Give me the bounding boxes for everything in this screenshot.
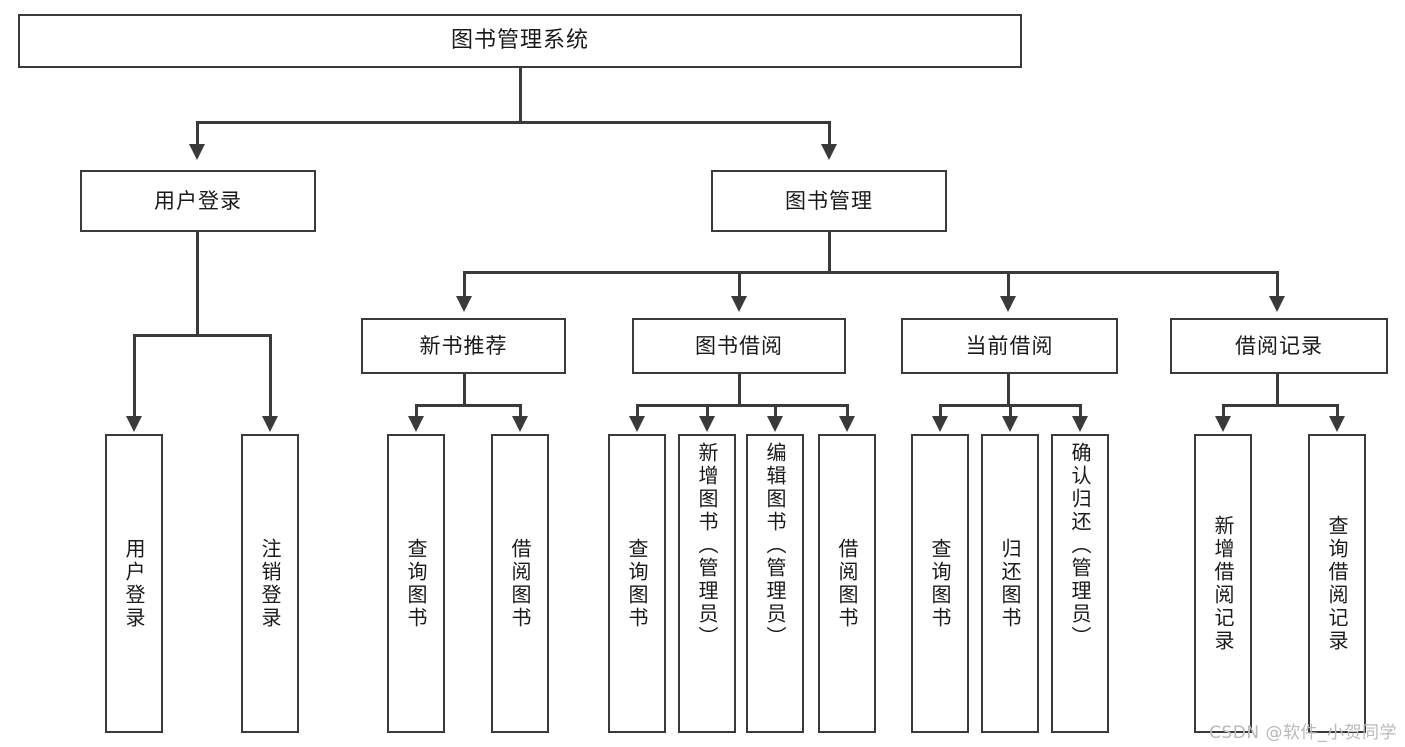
connector-cb-leaf3 — [1079, 404, 1082, 418]
connector-new-book-stem — [463, 374, 466, 406]
node-label: 借阅图书 — [835, 537, 859, 630]
arrowhead-leaf-user-login — [126, 416, 142, 432]
leaf-query-book-cb[interactable]: 查询图书 — [911, 434, 969, 733]
node-user-login[interactable]: 用户登录 — [80, 170, 316, 232]
connector-user-login-bus — [133, 334, 272, 337]
arrowhead-nb-leaf2 — [512, 416, 528, 432]
arrowhead-nb-leaf1 — [408, 416, 424, 432]
connector-book-borrow-stem — [738, 374, 741, 406]
arrowhead-current-borrow — [1000, 296, 1016, 312]
node-root-system[interactable]: 图书管理系统 — [18, 14, 1022, 68]
connector-new-book-leaf1 — [415, 404, 418, 418]
leaf-return-book[interactable]: 归还图书 — [981, 434, 1039, 733]
node-label: 查询借阅记录 — [1325, 514, 1349, 653]
arrowhead-cb-leaf3 — [1072, 416, 1088, 432]
leaf-user-login[interactable]: 用户登录 — [105, 434, 163, 733]
node-label: 新书推荐 — [419, 333, 508, 358]
node-label: 当前借阅 — [965, 333, 1054, 358]
connector-bb-leaf1 — [636, 404, 639, 418]
arrowhead-book-borrow — [731, 296, 747, 312]
node-book-borrow[interactable]: 图书借阅 — [632, 318, 846, 374]
leaf-query-book-bb[interactable]: 查询图书 — [608, 434, 666, 733]
leaf-query-borrow-record[interactable]: 查询借阅记录 — [1308, 434, 1366, 733]
connector-cb-leaf1 — [939, 404, 942, 418]
leaf-borrow-book-bb[interactable]: 借阅图书 — [818, 434, 876, 733]
connector-bb-leaf4 — [846, 404, 849, 418]
connector-to-new-book — [463, 271, 466, 299]
node-label: 归还图书 — [998, 537, 1022, 630]
connector-user-login-leaf1 — [133, 334, 136, 418]
arrowhead-bb-leaf2 — [699, 416, 715, 432]
node-label: 确认归还（管理员） — [1068, 442, 1092, 649]
connector-user-login-stem — [196, 232, 199, 334]
connector-user-login-leaf2 — [269, 334, 272, 418]
connector-br-leaf1 — [1222, 404, 1225, 418]
arrowhead-cb-leaf2 — [1002, 416, 1018, 432]
node-label: 借阅图书 — [508, 537, 532, 630]
connector-to-user-login — [196, 121, 199, 147]
connector-book-borrow-bus — [636, 404, 849, 407]
connector-new-book-leaf2 — [519, 404, 522, 418]
watermark-text: CSDN @软件_小贺同学 — [1209, 723, 1397, 743]
connector-to-current-borrow — [1007, 271, 1010, 299]
arrowhead-new-book — [456, 296, 472, 312]
connector-borrow-record-bus — [1222, 404, 1339, 407]
node-label: 借阅记录 — [1235, 333, 1323, 358]
leaf-borrow-book-nb[interactable]: 借阅图书 — [491, 434, 549, 733]
node-label: 查询图书 — [404, 537, 428, 630]
leaf-edit-book-admin[interactable]: 编辑图书（管理员） — [746, 434, 804, 733]
connector-cb-leaf2 — [1009, 404, 1012, 418]
leaf-query-book-nb[interactable]: 查询图书 — [387, 434, 445, 733]
arrowhead-bb-leaf1 — [629, 416, 645, 432]
connector-level3-bus — [463, 271, 1279, 274]
node-label: 编辑图书（管理员） — [763, 442, 787, 649]
connector-book-manage-stem — [828, 232, 831, 273]
connector-borrow-record-stem — [1276, 374, 1279, 406]
connector-bb-leaf3 — [774, 404, 777, 418]
node-label: 新增借阅记录 — [1211, 514, 1235, 653]
connector-level1-bus — [197, 121, 831, 124]
node-label: 注销登录 — [258, 537, 282, 630]
node-label: 图书管理系统 — [450, 28, 589, 54]
node-new-book-recommend[interactable]: 新书推荐 — [361, 318, 566, 374]
connector-root-stem — [519, 68, 522, 121]
arrowhead-cb-leaf1 — [932, 416, 948, 432]
node-current-borrow[interactable]: 当前借阅 — [901, 318, 1118, 374]
node-label: 新增图书（管理员） — [695, 442, 719, 649]
node-book-management[interactable]: 图书管理 — [711, 170, 947, 232]
connector-to-borrow-record — [1276, 271, 1279, 299]
node-label: 用户登录 — [154, 188, 242, 213]
arrowhead-br-leaf2 — [1329, 416, 1345, 432]
connector-to-book-borrow — [738, 271, 741, 299]
arrowhead-leaf-logout — [262, 416, 278, 432]
connector-current-borrow-stem — [1007, 374, 1010, 406]
connector-br-leaf2 — [1336, 404, 1339, 418]
arrowhead-book-manage — [821, 144, 837, 160]
node-label: 查询图书 — [928, 537, 952, 630]
arrowhead-bb-leaf4 — [839, 416, 855, 432]
arrowhead-bb-leaf3 — [767, 416, 783, 432]
node-label: 查询图书 — [625, 537, 649, 630]
leaf-logout[interactable]: 注销登录 — [241, 434, 299, 733]
arrowhead-borrow-record — [1269, 296, 1285, 312]
arrowhead-br-leaf1 — [1215, 416, 1231, 432]
arrowhead-user-login — [189, 144, 205, 160]
connector-new-book-bus — [415, 404, 522, 407]
connector-bb-leaf2 — [706, 404, 709, 418]
connector-to-book-manage — [828, 121, 831, 147]
leaf-confirm-return-admin[interactable]: 确认归还（管理员） — [1051, 434, 1109, 733]
node-label: 图书借阅 — [695, 333, 783, 358]
node-label: 图书管理 — [785, 188, 873, 213]
leaf-add-borrow-record[interactable]: 新增借阅记录 — [1194, 434, 1252, 733]
leaf-add-book-admin[interactable]: 新增图书（管理员） — [678, 434, 736, 733]
node-label: 用户登录 — [122, 537, 146, 630]
node-borrow-record[interactable]: 借阅记录 — [1170, 318, 1388, 374]
